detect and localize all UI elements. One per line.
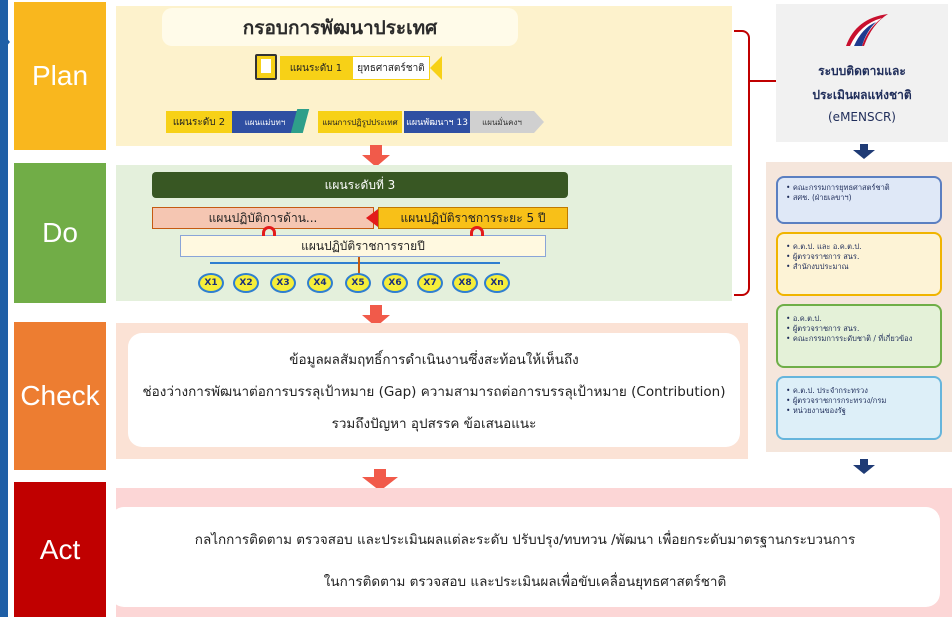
responsible-4-item-1: ค.ต.ป. ประจำกระทรวง [786, 386, 934, 396]
security-plan-tip [534, 111, 544, 133]
responsible-4-item-3: หน่วยงานของรัฐ [786, 406, 934, 416]
gov-5yr-pointer [366, 209, 378, 227]
responsible-3-item-3: คณะกรรมการระดับชาติ / ที่เกี่ยวข้อง [786, 334, 934, 344]
node-x1: X1 [198, 273, 224, 293]
node-line [210, 262, 500, 264]
responsible-4-item-2: ผู้ตรวจราชการกระทรวง/กรม [786, 396, 934, 406]
plan-title: กรอบการพัฒนาประเทศ [242, 17, 438, 39]
bracket-connector [750, 80, 776, 82]
node-x4: X4 [307, 273, 333, 293]
node-x6: X6 [382, 273, 408, 293]
stage-do: Do [14, 163, 106, 303]
responsible-box-1: คณะกรรมการยุทธศาสตร์ชาติ สศช. (ฝ่ายเลขาฯ… [776, 176, 942, 224]
left-edge-bar [0, 0, 8, 617]
security-plan-chevron: แผนมั่นคงฯ [470, 111, 534, 133]
emenscr-line-1: ระบบติดตามและ [818, 64, 906, 78]
check-to-act-arrow [362, 469, 398, 491]
level3-bar: แผนระดับที่ 3 [152, 172, 568, 198]
responsible-1-item-2: สศช. (ฝ่ายเลขาฯ) [786, 193, 934, 203]
node-x8: X8 [452, 273, 478, 293]
responsible-2-item-3: สำนักงบประมาณ [786, 262, 934, 272]
act-text-box [110, 507, 940, 607]
node-xn: Xn [484, 273, 510, 293]
responsible-box-4: ค.ต.ป. ประจำกระทรวง ผู้ตรวจราชการกระทรวง… [776, 376, 942, 440]
responsible-3-item-1: อ.ค.ต.ป. [786, 314, 934, 324]
responsible-down-arrow [853, 459, 875, 474]
check-line-1: ข้อมูลผลสัมฤทธิ์การดำเนินงานซึ่งสะท้อนให… [289, 352, 579, 368]
check-text-box [128, 333, 740, 447]
check-line-3: รวมถึงปัญหา อุปสรรค ข้อเสนอแนะ [331, 416, 537, 432]
emenscr-logo [842, 12, 892, 50]
responsible-box-3: อ.ค.ต.ป. ผู้ตรวจราชการ สนร. คณะกรรมการระ… [776, 304, 942, 368]
link-left [262, 226, 276, 236]
link-right [470, 226, 484, 236]
dev-plan-chevron: แผนพัฒนาฯ 13 [404, 111, 470, 133]
national-strategy-chevron: ยุทธศาสตร์ชาติ [352, 56, 430, 80]
node-x3: X3 [270, 273, 296, 293]
emenscr-line-2: ประเมินผลแห่งชาติ [812, 88, 912, 102]
plan-to-do-arrow [362, 145, 390, 167]
node-x7: X7 [417, 273, 443, 293]
level1-book-page [261, 59, 271, 73]
act-line-2: ในการติดตาม ตรวจสอบ และประเมินผลเพื่อขับ… [323, 574, 727, 590]
stage-act: Act [14, 482, 106, 617]
node-x2: X2 [233, 273, 259, 293]
left-edge-chevron [0, 30, 10, 54]
emenscr-down-arrow [853, 144, 875, 159]
stage-check: Check [14, 322, 106, 470]
level1-chevron: แผนระดับ 1 [280, 56, 352, 80]
national-strategy-tip [430, 56, 442, 80]
responsible-1-item-1: คณะกรรมการยุทธศาสตร์ชาติ [786, 183, 934, 193]
act-line-1: กลไกการติดตาม ตรวจสอบ และประเมินผลแต่ละร… [194, 532, 856, 548]
annual-plan-box: แผนปฏิบัติราชการรายปี [180, 235, 546, 257]
responsible-3-item-2: ผู้ตรวจราชการ สนร. [786, 324, 934, 334]
node-x5: X5 [345, 273, 371, 293]
master-plan-chevron: แผนแม่บทฯ [232, 111, 298, 133]
reform-plan-chevron: แผนการปฏิรูปประเทศ [318, 111, 402, 133]
right-bracket [734, 30, 750, 296]
plan-title-box [162, 8, 518, 46]
responsible-box-2: ค.ต.ป. และ อ.ค.ต.ป. ผู้ตรวจราชการ สนร. ส… [776, 232, 942, 296]
check-line-2: ช่องว่างการพัฒนาต่อการบรรลุเป้าหมาย (Gap… [142, 384, 726, 400]
action-plan-box: แผนปฏิบัติการด้าน... [152, 207, 374, 229]
node-stem [358, 257, 360, 275]
level2-chevron: แผนระดับ 2 [166, 111, 232, 133]
responsible-2-item-2: ผู้ตรวจราชการ สนร. [786, 252, 934, 262]
stage-plan: Plan [14, 2, 106, 150]
responsible-2-item-1: ค.ต.ป. และ อ.ค.ต.ป. [786, 242, 934, 252]
emenscr-line-3: (eMENSCR) [828, 110, 896, 124]
